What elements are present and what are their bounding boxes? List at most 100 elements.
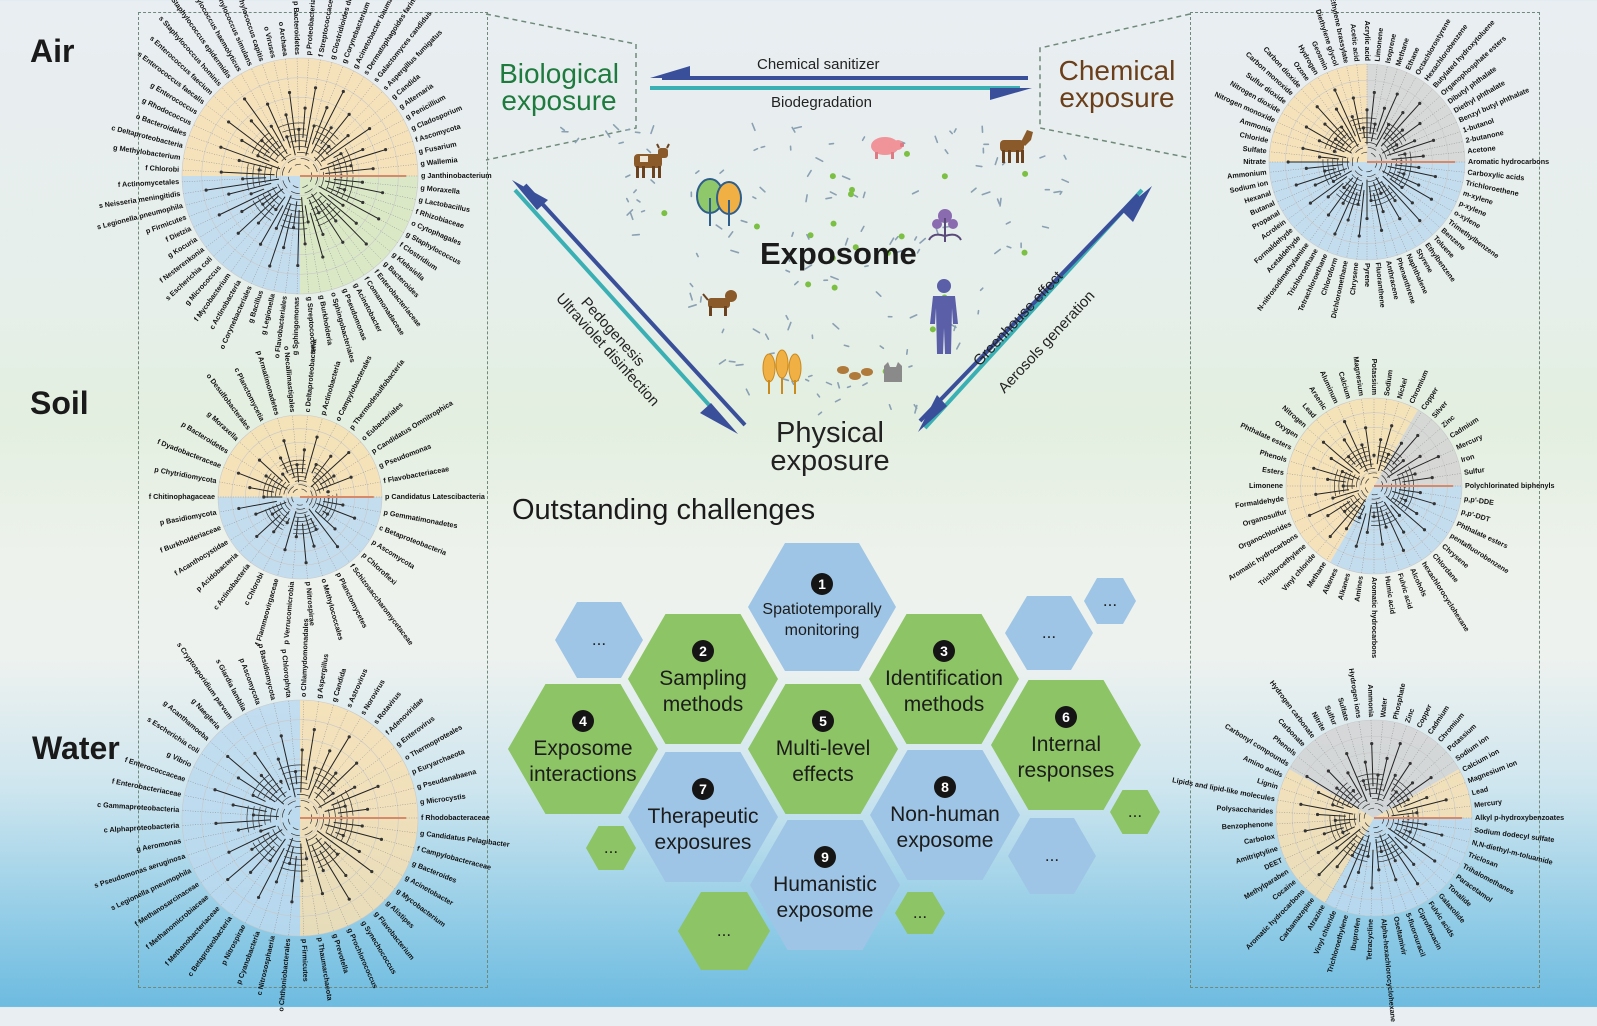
particle-dash	[720, 170, 723, 173]
cat-icon	[880, 360, 906, 386]
particle-dash	[634, 190, 636, 193]
particle-dash	[690, 284, 692, 287]
particle-dash	[998, 199, 1000, 204]
particle-dash	[945, 150, 948, 154]
particle-dash	[827, 382, 832, 384]
particle-dash	[689, 305, 696, 307]
particle-dash	[844, 345, 848, 346]
particle-dot	[849, 187, 855, 193]
particle-dash	[971, 188, 976, 192]
particle-dash	[632, 235, 639, 236]
particle-dash	[696, 171, 699, 173]
particle-dash	[627, 199, 629, 202]
particle-dot	[661, 210, 667, 216]
particle-dash	[817, 394, 819, 397]
particle-dash	[788, 322, 791, 329]
particle-dot	[942, 173, 948, 179]
horse-icon	[995, 126, 1037, 166]
particle-dash	[614, 125, 619, 130]
pig-icon	[867, 133, 905, 161]
outstanding-challenges-title: Outstanding challenges	[512, 494, 815, 527]
particle-dash	[863, 192, 865, 197]
particle-dash	[627, 129, 630, 130]
particle-dot	[805, 281, 811, 287]
particle-dash	[619, 142, 623, 143]
particle-dash	[950, 131, 952, 133]
particle-dash	[786, 316, 788, 320]
particle-dash	[606, 131, 610, 137]
particle-dash	[826, 198, 831, 199]
particle-dash	[795, 282, 798, 285]
flower-plant-icon	[925, 206, 965, 244]
particle-dash	[1054, 191, 1060, 192]
particle-dash	[954, 129, 956, 132]
particle-dash	[913, 191, 919, 194]
particle-dash	[831, 277, 838, 280]
chickens-icon	[835, 362, 875, 386]
particle-dash	[575, 138, 578, 142]
particle-dash	[753, 197, 756, 199]
particle-dash	[1040, 156, 1045, 158]
particle-dash	[753, 329, 759, 333]
particle-dash	[935, 136, 937, 142]
particle-dash	[848, 386, 851, 387]
particle-dot	[830, 173, 836, 179]
particle-dash	[876, 292, 880, 296]
particle-dash	[651, 126, 654, 134]
particle-dash	[746, 389, 749, 395]
particle-dash	[907, 350, 908, 354]
particle-dash	[995, 249, 1000, 253]
particle-dash	[1043, 226, 1049, 227]
particle-dash	[809, 376, 812, 377]
particle-dash	[909, 366, 912, 367]
particle-dash	[736, 365, 743, 366]
particle-dash	[794, 127, 801, 129]
particle-dash	[729, 232, 733, 237]
particle-dash	[981, 288, 983, 290]
particle-dot	[831, 221, 837, 227]
particle-dash	[835, 399, 840, 401]
particle-dash	[561, 127, 564, 130]
human-icon	[924, 278, 964, 356]
particle-dash	[976, 166, 981, 167]
particle-dot	[1022, 171, 1028, 177]
particle-dash	[819, 412, 822, 414]
particle-dot	[832, 285, 838, 291]
particle-dash	[690, 293, 692, 299]
particle-dash	[761, 147, 764, 148]
particle-dot	[1022, 250, 1028, 256]
particle-dash	[752, 123, 755, 130]
particle-dash	[1007, 246, 1011, 247]
particle-dash	[1000, 198, 1001, 206]
exposome-title: Exposome	[760, 236, 917, 272]
particle-dash	[722, 329, 723, 332]
particle-dash	[697, 254, 698, 257]
particle-dash	[1064, 155, 1066, 159]
particle-dash	[917, 250, 919, 253]
particle-dash	[816, 158, 823, 161]
particle-dash	[760, 187, 765, 191]
particle-dash	[642, 211, 645, 212]
cow-icon	[628, 142, 672, 182]
wheat-icon	[757, 350, 807, 396]
particle-dash	[808, 171, 811, 177]
particle-dash	[719, 360, 725, 364]
particle-dash	[843, 176, 850, 179]
particle-dash	[754, 149, 757, 151]
particle-dash	[766, 334, 769, 339]
particle-dash	[863, 137, 865, 140]
particle-dash	[833, 324, 839, 329]
dog-icon	[702, 288, 740, 318]
particle-dash	[631, 213, 633, 219]
particle-dash	[910, 315, 916, 318]
particle-dot	[754, 224, 760, 230]
particle-dash	[830, 192, 836, 195]
particle-dash	[806, 195, 807, 202]
particle-dash	[982, 192, 990, 195]
particle-dash	[731, 250, 738, 252]
particle-dash	[861, 226, 864, 231]
particle-dash	[637, 200, 640, 202]
particle-dash	[1006, 222, 1010, 224]
particle-dash	[855, 195, 858, 197]
trees-icon	[693, 178, 747, 230]
